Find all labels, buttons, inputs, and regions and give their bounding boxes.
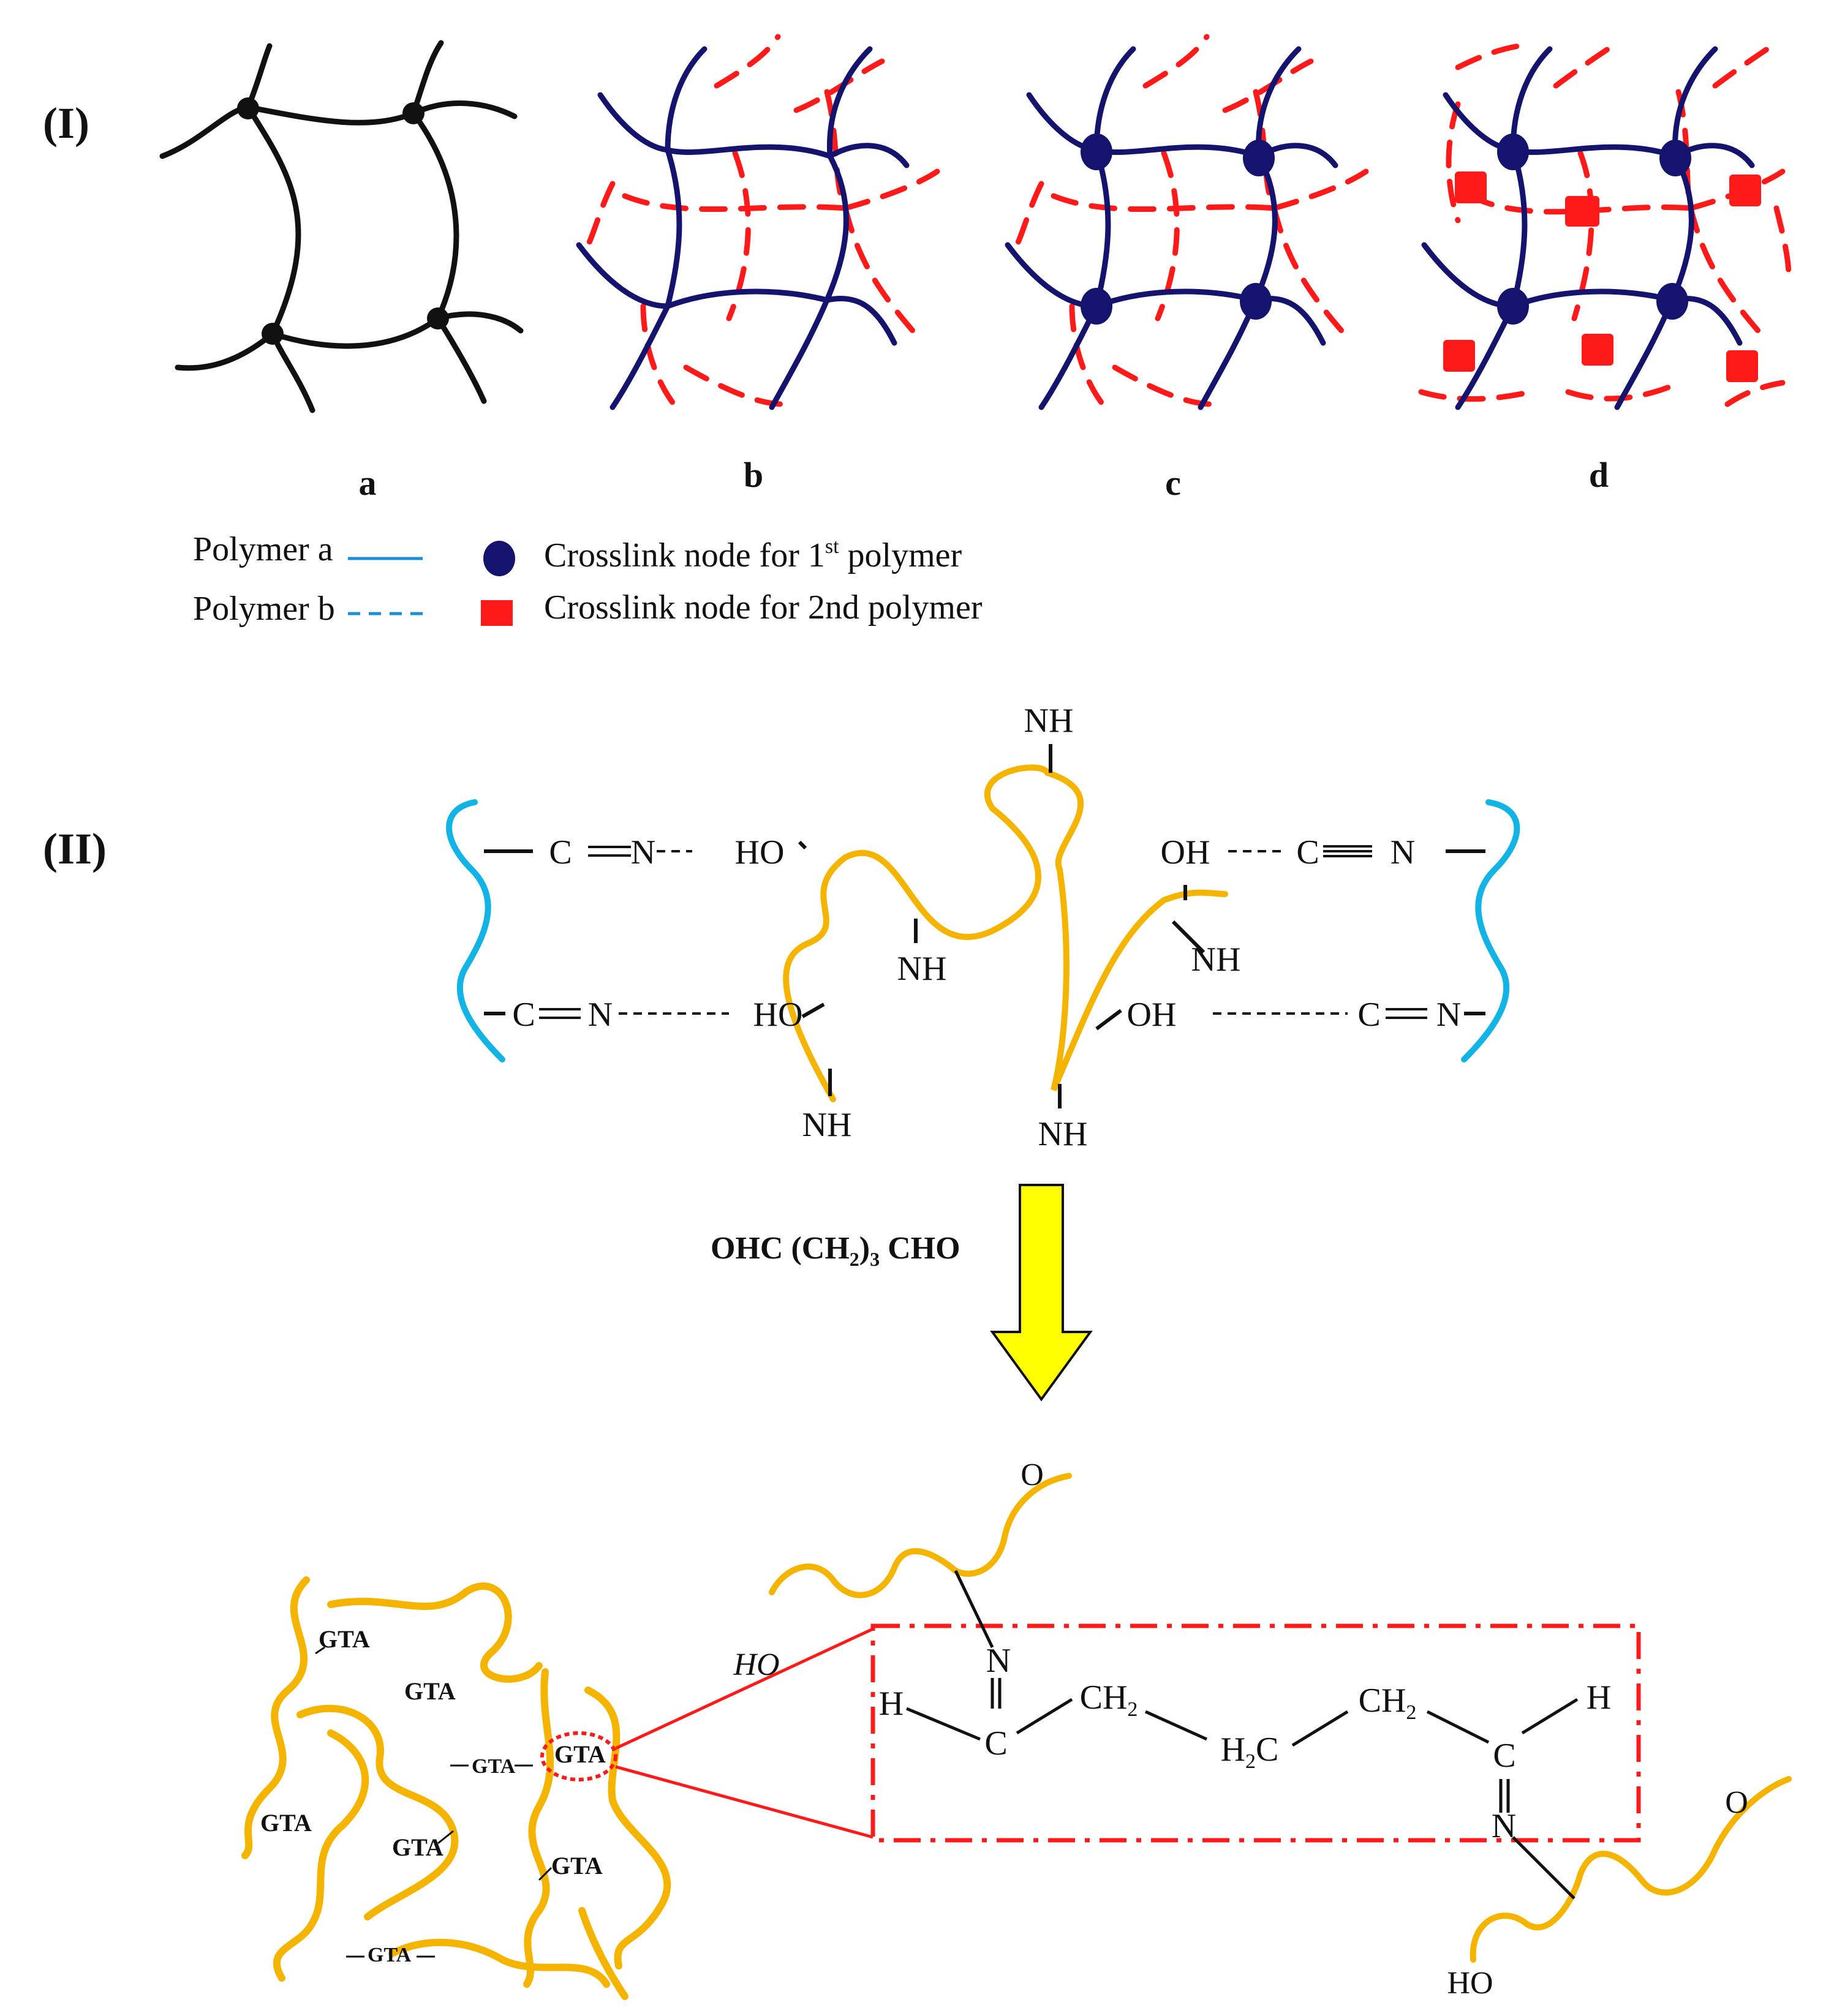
legend: Polymer a Polymer b Crosslink node for 1…	[193, 530, 983, 628]
label-n-br: N	[1436, 996, 1461, 1034]
gta-label-4: GTA	[554, 1740, 606, 1768]
zoom-h-right: H	[1587, 1679, 1611, 1717]
panel-c-network-1	[1005, 46, 1338, 410]
legend-node-2-marker	[481, 600, 513, 626]
panel-a-label: a	[359, 463, 377, 503]
zoom-o-top: O	[1021, 1457, 1044, 1492]
label-nh-top: NH	[1024, 702, 1074, 740]
zoom-c-right: C	[1493, 1737, 1515, 1775]
panel-d-label: d	[1589, 455, 1609, 495]
label-ho-bl: HO	[753, 996, 803, 1034]
panel-a-nodes	[237, 97, 449, 345]
gta-label-2: GTA	[404, 1677, 456, 1705]
legend-node-1-marker	[483, 541, 515, 576]
zoom-ch2-1: CH2	[1080, 1679, 1138, 1721]
label-nh-mid: NH	[897, 950, 947, 988]
zoom-c-left: C	[984, 1725, 1007, 1762]
panel-b-network-2	[585, 34, 940, 407]
label-nh-bottom-right: NH	[1038, 1115, 1088, 1153]
panel-d-nodes-2	[1443, 171, 1761, 382]
gta-tick-lines	[315, 1646, 553, 1958]
reaction-arrow	[990, 1184, 1093, 1402]
zoom-line-bottom	[615, 1765, 874, 1839]
zoom-ho-bottom: HO	[1447, 1966, 1493, 2001]
gta-label-8: GTA	[368, 1944, 412, 1966]
panel-d-nodes-1	[1497, 134, 1691, 325]
label-nh-right: NH	[1191, 941, 1241, 979]
panel-c-nodes	[1081, 134, 1275, 325]
label-n-tl: N	[631, 833, 655, 871]
zoom-ho-top: HO	[733, 1647, 779, 1682]
zoom-o-bottom: O	[1725, 1785, 1748, 1820]
panel-a-network	[159, 40, 524, 413]
cyan-backbones	[446, 799, 1520, 1063]
gta-label-7: GTA	[551, 1852, 603, 1879]
gta-label-1: GTA	[319, 1625, 370, 1653]
legend-node-2-label: Crosslink node for 2nd polymer	[544, 589, 983, 626]
legend-node-1-label: Crosslink node for 1st polymer	[544, 535, 962, 574]
section-II-label: (II)	[43, 824, 107, 873]
gta-zoom-source-circle	[540, 1731, 617, 1781]
gta-network-chains	[241, 1576, 671, 2000]
cn-bonds	[539, 845, 1427, 1019]
top-structure-labels: NH C N HO OH C N NH NH C N HO OH C N NH …	[512, 702, 1461, 1153]
legend-polymer-a-label: Polymer a	[193, 530, 333, 568]
zoom-h-left: H	[879, 1685, 904, 1723]
zoom-yellow-chains	[769, 1473, 1792, 1963]
panel-c-network-2	[1014, 34, 1369, 407]
label-c-br: C	[1357, 996, 1380, 1034]
zoom-atom-labels: O HO N H C CH2 H2C CH2 C H N O HO	[733, 1457, 1748, 2001]
panel-c-label: c	[1165, 463, 1181, 503]
panel-b-label: b	[744, 455, 763, 495]
label-nh-bottom-left: NH	[802, 1106, 852, 1144]
zoom-n-top: N	[986, 1642, 1011, 1680]
gta-label-5: GTA	[260, 1809, 312, 1837]
zoom-line-top	[614, 1627, 874, 1750]
label-n-bl: N	[588, 996, 613, 1034]
label-c-tr: C	[1296, 833, 1319, 871]
zoom-box	[870, 1623, 1641, 1843]
label-n-tr: N	[1391, 833, 1415, 871]
zoom-ch2-2: CH2	[1359, 1682, 1417, 1724]
gta-label-3: GTA	[472, 1755, 516, 1778]
label-ho-tl: HO	[735, 833, 785, 871]
yellow-chains	[783, 764, 1228, 1102]
zoom-bonds	[906, 1570, 1579, 1900]
zoom-h2c: H2C	[1221, 1731, 1279, 1773]
bond-lines-top	[484, 744, 1485, 1108]
label-oh-tr: OH	[1161, 833, 1210, 871]
zoom-n-bottom: N	[1492, 1807, 1516, 1845]
legend-polymer-b-label: Polymer b	[193, 590, 335, 628]
label-c-tl: C	[549, 833, 572, 871]
label-oh-br: OH	[1127, 996, 1177, 1034]
section-I-label: (I)	[43, 99, 89, 148]
reagent-label: OHC (CH2)3 CHO	[711, 1231, 960, 1270]
label-c-bl: C	[512, 996, 535, 1034]
gta-labels: GTA GTA GTA GTA GTA GTA GTA GTA	[260, 1625, 606, 1966]
panel-b-network-1	[576, 46, 910, 410]
gta-label-6: GTA	[392, 1834, 443, 1861]
